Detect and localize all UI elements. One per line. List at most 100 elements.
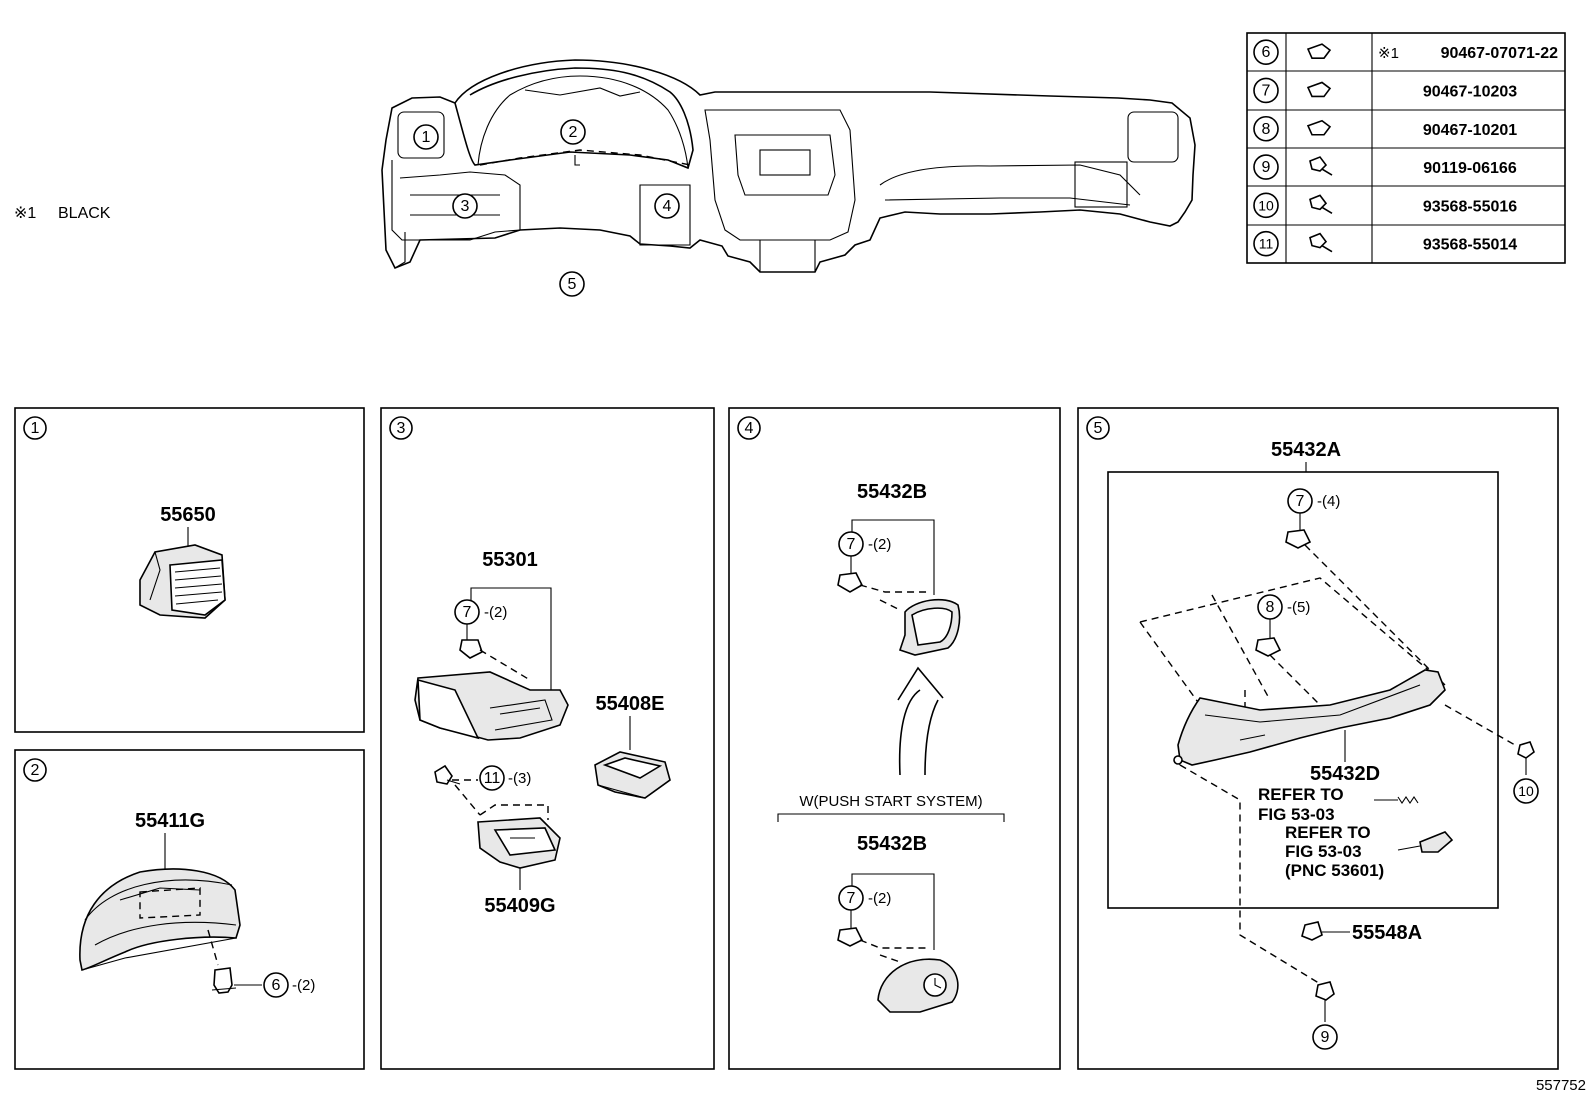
panel-3: 3 55301 7 -(2) 55408E — [380, 407, 715, 1070]
note-text: BLACK — [58, 205, 111, 222]
clip-7-bottom-icon — [837, 927, 864, 947]
overview-callout-4: 4 — [654, 193, 680, 219]
refer-1-line-2: FIG 53-03 — [1258, 805, 1335, 824]
panel-4-clip-top-ref: 7 — [847, 536, 856, 553]
part-55411G-label: 55411G — [135, 810, 205, 832]
panel-1: 1 55650 — [14, 407, 365, 733]
tray-part — [594, 751, 671, 799]
panel-1-number: 1 — [31, 420, 40, 437]
clip-icon — [1306, 119, 1332, 136]
instrument-panel-overview — [381, 59, 1196, 273]
lower-cover-part — [414, 671, 569, 741]
overview-callout-1: 1 — [413, 124, 439, 150]
panel-2-number: 2 — [31, 762, 40, 779]
clip-55548A-icon — [1301, 921, 1323, 941]
clip-icon — [1306, 81, 1332, 98]
screw-10-icon — [1517, 741, 1535, 775]
fastener-ref: 11 — [1259, 236, 1274, 252]
panel-3-screw-ref: 11 — [484, 770, 501, 787]
part-55432B-bottom-label: 55432B — [857, 833, 927, 855]
fastener-row: 11 93568-55014 — [1253, 230, 1517, 257]
panel-4-clip-bottom-qty: -(2) — [868, 890, 891, 907]
panel-5-clip-b-ref: 8 — [1266, 599, 1275, 616]
part-55548A-label: 55548A — [1352, 922, 1422, 944]
panel-2: 2 55411G 6 -(2) — [14, 749, 365, 1070]
panel-5-clip-a-qty: -(4) — [1317, 493, 1340, 510]
lower-box-part — [477, 804, 561, 869]
screw-11-icon — [434, 764, 461, 785]
panel-4-number: 4 — [745, 420, 754, 437]
fastener-part-number: 90467-07071-22 — [1441, 45, 1559, 62]
clip-7-top-icon — [837, 572, 864, 593]
part-55408E-label: 55408E — [596, 693, 665, 715]
part-55432A-label: 55432A — [1271, 439, 1341, 461]
refer-2-line-1: REFER TO — [1285, 823, 1371, 842]
clip-7-p5-icon — [1285, 529, 1312, 549]
fastener-row: 10 93568-55016 — [1253, 192, 1517, 219]
svg-text:1: 1 — [422, 129, 431, 146]
refer-1-line-1: REFER TO — [1258, 785, 1344, 804]
panel-5-clip-a-ref: 7 — [1296, 493, 1305, 510]
overview-callout-5: 5 — [559, 271, 585, 297]
switch-trim-part — [898, 598, 961, 656]
fastener-part-number: 93568-55016 — [1423, 198, 1517, 215]
arrow-icon — [897, 666, 944, 776]
overview-callout-2: 2 — [560, 119, 586, 145]
fastener-ref: 6 — [1262, 44, 1271, 61]
panel-5-clip-b-qty: -(5) — [1287, 599, 1310, 616]
push-start-variant-label: W(PUSH START SYSTEM) — [799, 793, 982, 810]
part-55650-label: 55650 — [160, 504, 216, 526]
push-start-trim-part — [877, 958, 959, 1013]
fastener-ref-circle — [1253, 154, 1279, 180]
clip-7-icon — [459, 639, 483, 659]
clip-icon — [1306, 43, 1332, 59]
svg-text:3: 3 — [461, 198, 470, 215]
fastener-part-number: 90467-10203 — [1423, 83, 1517, 100]
fastener-ref: 9 — [1262, 159, 1271, 176]
part-55432B-top-label: 55432B — [857, 481, 927, 503]
panel-4: 4 55432B 7 -(2) W(PUSH START SYSTEM) 554… — [728, 407, 1061, 1070]
overview-callout-3: 3 — [452, 193, 478, 219]
panel-2-fastener-qty: -(2) — [292, 977, 315, 994]
panel-4-clip-bottom-ref: 7 — [847, 890, 856, 907]
refer-2-line-2: FIG 53-03 — [1285, 842, 1362, 861]
fastener-ref: 10 — [1258, 197, 1274, 213]
clip-8-p5-icon — [1255, 637, 1282, 657]
fastener-part-number: 90119-06166 — [1423, 160, 1517, 177]
panel-5-screw-bottom-ref: 9 — [1321, 1029, 1330, 1046]
fastener-row: 9 90119-06166 — [1253, 154, 1517, 180]
note-symbol: ※1 — [14, 205, 36, 222]
lower-panel-part — [1177, 669, 1446, 766]
fastener-ref-circle — [1253, 115, 1279, 142]
screw-icon — [1309, 232, 1333, 253]
fastener-ref-circle — [1253, 230, 1279, 257]
fastener-part-number: 90467-10201 — [1423, 122, 1517, 139]
part-55301-label: 55301 — [482, 549, 538, 571]
panel-3-number: 3 — [397, 420, 406, 437]
small-bracket-icon — [1419, 831, 1454, 853]
panel-3-clip-qty: -(2) — [484, 604, 507, 621]
fastener-table — [1246, 32, 1566, 264]
svg-text:5: 5 — [568, 276, 577, 293]
part-55409G-label: 55409G — [484, 895, 555, 917]
svg-text:4: 4 — [663, 198, 672, 215]
fastener-ref-circle — [1253, 192, 1279, 219]
panel-2-fastener-ref: 6 — [272, 977, 281, 994]
clip-6-icon — [211, 967, 237, 994]
panel-3-screw-qty: -(3) — [508, 770, 531, 787]
meter-hood-part — [79, 868, 241, 971]
fastener-part-number: 93568-55014 — [1423, 237, 1517, 254]
refer-2-line-3: (PNC 53601) — [1285, 861, 1384, 880]
fastener-row: 8 90467-10201 — [1253, 115, 1517, 142]
panel-5-number: 5 — [1094, 420, 1103, 437]
part-55432D-label: 55432D — [1310, 763, 1380, 785]
panel-4-clip-top-qty: -(2) — [868, 536, 891, 553]
fastener-ref: 8 — [1262, 121, 1271, 138]
screw-9-icon — [1315, 981, 1335, 1022]
figure-number: 557752 — [1536, 1077, 1586, 1094]
small-spring-icon — [1397, 796, 1419, 804]
fastener-mark: ※1 — [1378, 45, 1399, 62]
panel-5: 5 55432A 7 -(4) 8 -(5) — [1077, 407, 1559, 1070]
